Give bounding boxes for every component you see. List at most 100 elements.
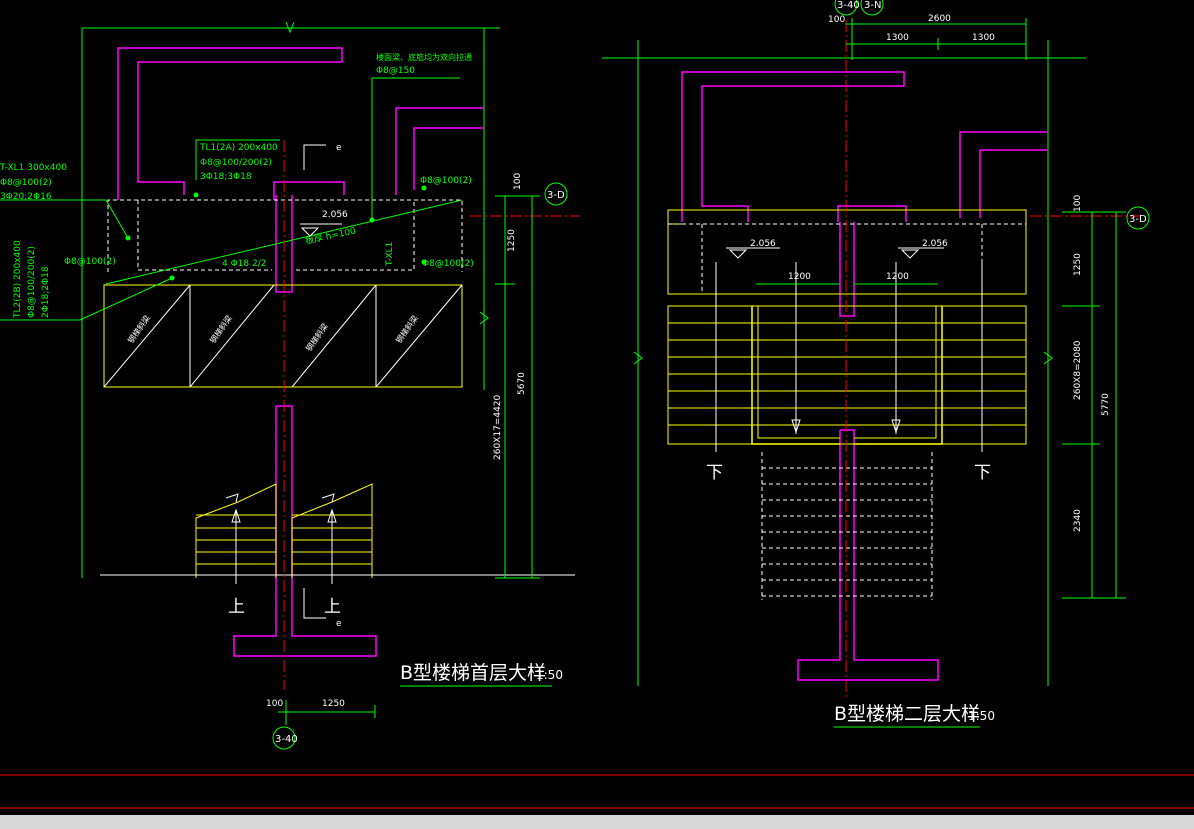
dim-100-top: 100	[513, 173, 523, 190]
break-b-right	[1043, 351, 1053, 365]
wall-left-l	[117, 47, 343, 200]
beam-inner-left	[137, 200, 272, 271]
handrail-left-inner	[757, 306, 840, 439]
dim-260x8: 260X8=2080	[1073, 340, 1083, 400]
steel-stair-2: 钢梯斜梁	[207, 313, 234, 345]
view-a-scale: 1:50	[536, 668, 563, 682]
axis-bubble-340-a	[272, 726, 296, 750]
axis-340-a-label: 3-40	[275, 734, 298, 745]
tl2-label: TL2(2B) 200x400	[13, 240, 23, 319]
dim-1300-a: 1300	[886, 33, 909, 43]
wall-b-bottom-t	[797, 429, 939, 681]
section-mark-bot-label: e	[336, 619, 342, 629]
arrow-mark-left	[225, 493, 239, 503]
steel-stair-1: 钢梯斜梁	[125, 313, 152, 345]
section-mark-bot	[303, 588, 326, 619]
tl2-rebar-1: Φ8@100/200(2)	[27, 246, 37, 318]
diag-1	[103, 284, 191, 388]
wall-b-center-post	[839, 222, 855, 317]
tl1-rebar-2: 3Φ18;3Φ18	[200, 172, 252, 182]
leader-note	[371, 77, 460, 220]
level-b2: 2.056	[922, 239, 948, 249]
dim-5770: 5770	[1101, 393, 1111, 416]
diag-2	[189, 284, 275, 388]
wall-b-right-inner	[979, 149, 1048, 218]
view-b-second-floor-stair[interactable]: 1200 1200 2.056 2.056 100 2600 1300 1300…	[602, 0, 1150, 728]
rebar-dot-2	[421, 259, 427, 265]
leader-tl2	[0, 277, 173, 321]
level-b2-marker	[900, 249, 920, 259]
wall-b-center-top	[837, 205, 907, 222]
axis-3d-a-label: 3-D	[547, 190, 565, 201]
down-label-right: 下	[974, 463, 991, 483]
wall-right-l	[395, 107, 484, 195]
txl1-label: T-XL1 300x400	[0, 163, 67, 173]
break-mark-top	[285, 21, 295, 34]
up-label-left: 上	[228, 597, 245, 617]
level-b1-marker	[728, 249, 748, 259]
rebar-right-1: Φ8@100(2)	[420, 176, 472, 186]
handrail-right-inner	[854, 306, 937, 439]
arrow-mark-right	[321, 493, 335, 503]
dim-1200-b: 1200	[886, 272, 909, 282]
handrail-left	[751, 306, 840, 445]
note-top: 楼面梁、底筋均为双向拉通	[376, 52, 472, 62]
wall-right-inner	[413, 127, 484, 190]
wall-bottom-t	[233, 405, 377, 657]
note-top-rebar: Φ8@150	[376, 66, 415, 76]
axis-3n-b-label: 3-N	[864, 0, 881, 11]
arrowhead-up-right	[327, 508, 337, 523]
flight-b-steps	[668, 322, 1026, 426]
dim-1250: 1250	[507, 229, 517, 252]
wall-b-left-l	[681, 71, 905, 222]
arrowhead-up-left	[231, 508, 241, 523]
dim-bot-100: 100	[266, 699, 283, 709]
steel-stair-4: 钢梯斜梁	[393, 313, 420, 345]
dim-2340: 2340	[1073, 509, 1083, 532]
txl1-vertical: T-XL1	[385, 242, 395, 267]
wall-b-right-l	[959, 131, 1048, 218]
rebar-dot-1	[421, 185, 427, 191]
dim-2600: 2600	[928, 14, 951, 24]
dim-1250-r: 1250	[1073, 253, 1083, 276]
rebar-right-2: Φ8@100(2)	[422, 259, 474, 269]
leader-tl1-dot	[193, 192, 199, 198]
diag-4	[375, 284, 463, 388]
section-mark-top-label: e	[336, 143, 342, 153]
view-a-first-floor-stair[interactable]: e e 100 1250 260X17=4420 5670 3-D 100 12…	[0, 21, 580, 750]
bar-mid: 4 Φ18 2/2	[222, 259, 266, 269]
axis-bubble-3d-b	[1126, 206, 1150, 230]
level-b1: 2.056	[750, 239, 776, 249]
level-marker-a	[300, 227, 320, 237]
arrowhead-down-left	[791, 419, 801, 434]
axis-340-b-label: 3-40	[837, 0, 860, 11]
axis-bubble-340-b	[834, 0, 858, 16]
tl1-label: TL1(2A) 200x400	[199, 143, 278, 153]
wall-center-top	[273, 181, 345, 200]
landing-b	[667, 209, 1027, 295]
steel-stair-3: 钢梯斜梁	[303, 321, 330, 353]
leader-tl2-dot	[169, 275, 175, 281]
leader-txl1-dot	[125, 235, 131, 241]
beam-inner-right	[296, 200, 415, 271]
diag-3	[291, 284, 377, 388]
dim-100-r: 100	[1073, 195, 1083, 212]
dim-1200-a: 1200	[788, 272, 811, 282]
level-a: 2.056	[322, 210, 348, 220]
dim-bot-1250: 1250	[322, 699, 345, 709]
view-b-title: B型楼梯二层大样	[834, 703, 980, 725]
tl2-rebar-2: 2Φ18;2Φ18	[41, 266, 51, 318]
axis-3d-b-label: 3-D	[1129, 214, 1147, 225]
dim-5670: 5670	[517, 372, 527, 395]
dim-260x17: 260X17=4420	[493, 394, 503, 460]
dim-100-b: 100	[828, 15, 845, 25]
section-mark-top	[303, 144, 326, 170]
txl1-rebar-2: 3Φ20;2Φ16	[0, 192, 52, 202]
tl1-rebar-1: Φ8@100/200(2)	[200, 158, 272, 168]
dim-1300-b: 1300	[972, 33, 995, 43]
arrowhead-down-right	[891, 419, 901, 434]
down-label-left: 下	[706, 463, 723, 483]
up-label-right: 上	[324, 597, 341, 617]
break-b-left	[633, 351, 643, 365]
